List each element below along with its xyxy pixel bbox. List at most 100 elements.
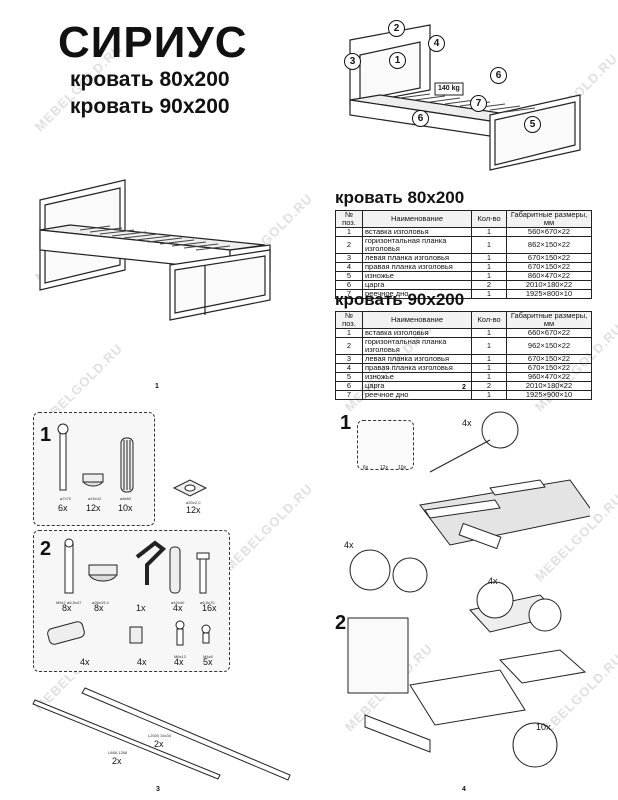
bed-exploded-view — [349, 24, 581, 171]
table-header-row: № поз. Наименование Кол-во Габаритные ра… — [335, 311, 592, 329]
panel-2-number: 2 — [40, 538, 52, 560]
rail-label: L2000 34х34 — [148, 733, 172, 738]
step-count: 4x — [344, 540, 354, 550]
hw-qty: 8x — [62, 603, 72, 613]
table-cell: 2 — [335, 337, 363, 355]
panel-1-number: 1 — [40, 424, 52, 446]
panel-2-row1-hardware — [64, 538, 210, 594]
hw-label: ø7х70 — [60, 496, 72, 501]
hw-qty: 16x — [202, 603, 217, 613]
callout-2: 2 — [388, 20, 405, 37]
table-cell: 2 — [335, 236, 363, 254]
callout-6: 6 — [490, 67, 507, 84]
callout-3: 3 — [344, 53, 361, 70]
table-cell: 1 — [471, 390, 507, 400]
hw-label: М6х7 ø6,5х47 — [56, 600, 82, 605]
rail-qty: 2x — [154, 739, 164, 749]
load-label: 140 kg — [438, 85, 460, 92]
hw-qty: 5x — [203, 657, 213, 667]
hw-qty: 12x — [86, 503, 101, 513]
hw-label: ø10х40 — [171, 600, 185, 605]
watermark: MEBELGOLD.RU — [221, 480, 316, 575]
page-number: 3 — [156, 786, 160, 793]
hw-qty: 8x — [94, 603, 104, 613]
table-cell: горизонтальная планка изголовья — [362, 236, 472, 254]
hw-qty: 12x — [380, 465, 389, 471]
page-number: 1 — [155, 383, 159, 390]
col-header: Габаритные размеры, мм — [506, 210, 592, 228]
hw-qty: 6x — [58, 503, 68, 513]
table-cell: 1 — [471, 236, 507, 254]
spec-table-80: № поз. Наименование Кол-во Габаритные ра… — [335, 210, 592, 299]
assembly-diagram — [347, 411, 590, 768]
table-cell: 1 — [471, 227, 507, 237]
page-number: 2 — [462, 384, 466, 391]
subtitle-90: кровать 90х200 — [70, 95, 230, 118]
subtitle-80: кровать 80х200 — [70, 68, 230, 91]
table-cell: горизонтальная планка изголовья — [362, 337, 472, 355]
step-2-number: 2 — [335, 612, 347, 634]
page-title: СИРИУС — [58, 18, 248, 67]
table-cell: 7 — [335, 390, 363, 400]
page-number: 4 — [462, 786, 466, 793]
callout-1: 1 — [389, 52, 406, 69]
hardware-panel-1 — [33, 412, 155, 526]
hw-label: М4х8 — [203, 654, 213, 659]
callout-6b: 6 — [412, 110, 429, 127]
table-cell: 660×670×22 — [506, 328, 592, 338]
hw-label: ø15х12 — [88, 496, 102, 501]
table-cell: 1 — [335, 328, 363, 338]
hw-label: ø26х19,4 — [92, 600, 109, 605]
hw-qty: 4x — [137, 657, 147, 667]
hw-label: ø8х60 — [120, 496, 132, 501]
table-cell: 862×150×22 — [506, 236, 592, 254]
table80-title: кровать 80х200 — [335, 188, 465, 207]
col-header: Кол-во — [471, 311, 507, 329]
col-header: № поз. — [335, 311, 363, 329]
hw-label: ø6,5х70 — [200, 600, 215, 605]
spec-table-90: № поз. Наименование Кол-во Габаритные ра… — [335, 311, 592, 400]
table-cell: 1 — [335, 227, 363, 237]
hw-qty: 10x — [118, 503, 133, 513]
hw-qty: 12x — [186, 505, 201, 515]
callout-4: 4 — [428, 35, 445, 52]
table-cell: 1925×800×10 — [506, 289, 592, 299]
step-1-hardware-box — [357, 420, 414, 470]
hw-qty: 1x — [136, 603, 146, 613]
panel-1-hardware — [57, 423, 134, 493]
col-header: Габаритные размеры, мм — [506, 311, 592, 329]
table-cell: 1925×900×10 — [506, 390, 592, 400]
col-header: Кол-во — [471, 210, 507, 228]
table-cell: 962×150×22 — [506, 337, 592, 355]
col-header: Наименование — [362, 311, 472, 329]
panel-2-row2-hardware — [47, 620, 211, 646]
callout-7: 7 — [470, 95, 487, 112]
step-count: 4x — [488, 576, 498, 586]
table-cell: реечное дно — [362, 390, 472, 400]
table-header-row: № поз. Наименование Кол-во Габаритные ра… — [335, 210, 592, 228]
step-1-number: 1 — [340, 412, 352, 434]
rail-qty: 2x — [112, 756, 122, 766]
table-cell: 1 — [471, 328, 507, 338]
hw-label: ø20х2,0 — [186, 500, 201, 505]
col-header: Наименование — [362, 210, 472, 228]
table-cell: 1 — [471, 337, 507, 355]
table-cell: 560×670×22 — [506, 227, 592, 237]
hw-qty: 4x — [173, 603, 183, 613]
step-count: 10x — [536, 722, 551, 732]
col-header: № поз. — [335, 210, 363, 228]
hw-qty: 4x — [80, 657, 90, 667]
table90-title: кровать 90х200 — [335, 290, 465, 309]
hw-qty: 10x — [398, 465, 407, 471]
table-cell: 1 — [471, 289, 507, 299]
callout-5: 5 — [524, 116, 541, 133]
hw-qty: 4x — [174, 657, 184, 667]
rails-illustration — [32, 687, 291, 781]
hw-label: М6х12 — [174, 654, 187, 659]
bed-illustration — [39, 179, 271, 321]
hw-qty: 6x — [363, 465, 369, 471]
